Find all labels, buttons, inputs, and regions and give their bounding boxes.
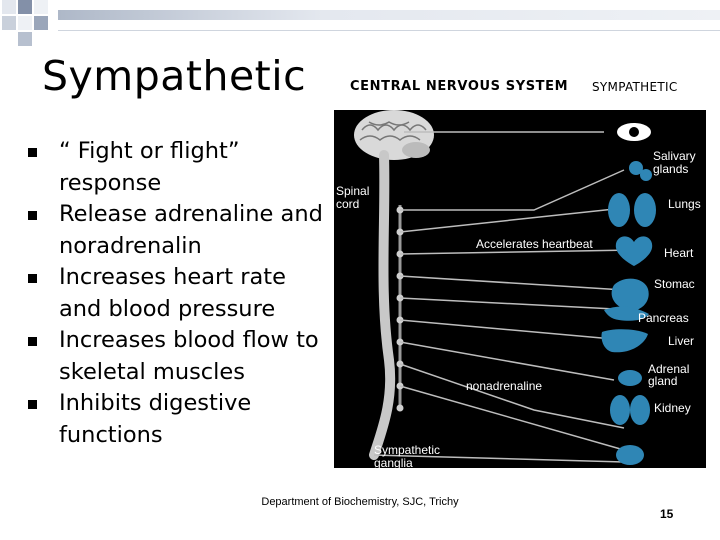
square-bullet-icon (28, 211, 37, 220)
spinal-cord-shape (369, 150, 396, 460)
bullet-item: Release adrenaline and noradrenalin (22, 199, 332, 262)
bullet-item: Inhibits digestive functions (22, 388, 332, 451)
header-cns: CENTRAL NERVOUS SYSTEM (350, 79, 569, 94)
header-sympathetic: SYMPATHETIC (592, 80, 678, 94)
page-number: 15 (660, 507, 674, 521)
salivary-gland-icon (629, 161, 652, 181)
liver-icon (601, 329, 648, 353)
bullet-text: “ Fight or flight” response (59, 138, 240, 196)
square-bullet-icon (28, 337, 37, 346)
decorative-top-bar (58, 10, 720, 20)
bullet-item: Increases blood flow to skeletal muscles (22, 325, 332, 388)
pancreas-icon (604, 306, 649, 321)
label-nonadrenaline: nonadrenaline (466, 379, 543, 393)
stomach-icon (611, 278, 649, 311)
label-sympathetic-ganglia: Sympathetic ganglia (374, 443, 441, 469)
bullet-item: Increases heart rate and blood pressure (22, 262, 332, 325)
square-bullet-icon (28, 148, 37, 157)
decorative-top-line (58, 30, 720, 31)
brain-icon (354, 110, 434, 160)
nervous-system-illustration (354, 110, 656, 465)
adrenal-gland-icon (618, 370, 642, 386)
bullet-text: Release adrenaline and noradrenalin (59, 201, 323, 259)
label-liver: Liver (668, 334, 695, 348)
label-adrenal-gland: Adrenal gland (648, 362, 690, 388)
label-spinal-cord: Spinal cord (336, 184, 370, 211)
bullet-text: Increases heart rate and blood pressure (59, 264, 286, 322)
nerve-fibers (373, 131, 635, 463)
label-stomach: Stomac (654, 277, 695, 291)
bullet-text: Increases blood flow to skeletal muscles (59, 327, 319, 385)
slide-footer: Department of Biochemistry, SJC, Trichy (261, 496, 459, 508)
label-kidney: Kidney (654, 401, 691, 415)
square-bullet-icon (28, 400, 37, 409)
lungs-icon (608, 193, 656, 227)
label-heart: Heart (664, 246, 694, 260)
eye-icon (617, 123, 651, 141)
bullet-item: “ Fight or flight” response (22, 136, 332, 199)
square-bullet-icon (28, 274, 37, 283)
kidney-icon (610, 395, 650, 425)
bullet-text: Inhibits digestive functions (59, 390, 252, 448)
label-pancreas: Pancreas (638, 311, 689, 325)
label-salivary-glands: Salivary glands (653, 149, 696, 176)
slide-title: Sympathetic (42, 52, 307, 100)
label-lungs: Lungs (668, 197, 701, 211)
heart-icon (615, 236, 653, 266)
bullet-list: “ Fight or flight” response Release adre… (22, 136, 332, 451)
decorative-squares (0, 0, 60, 50)
sympathetic-nervous-system-diagram: Spinal cord Salivary glands Lungs Accele… (334, 110, 706, 468)
bladder-icon (616, 445, 644, 465)
label-accelerates-heartbeat: Accelerates heartbeat (476, 237, 593, 251)
